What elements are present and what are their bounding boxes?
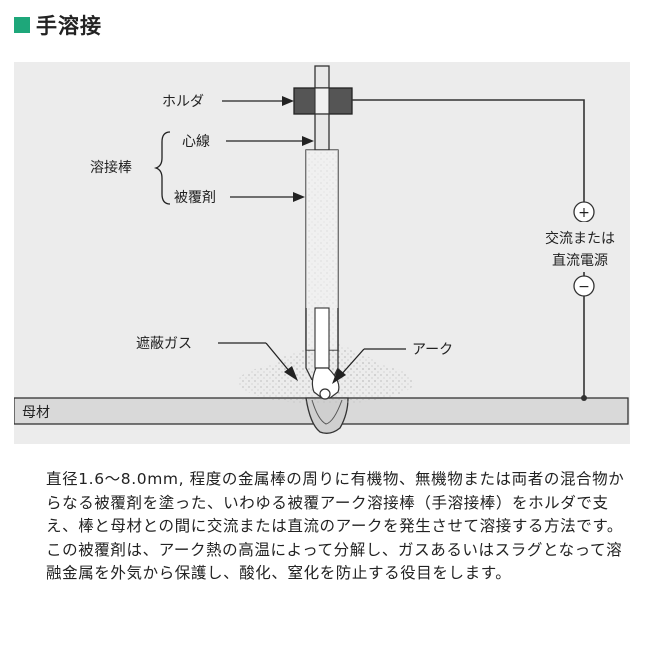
flux-arrow-icon — [293, 192, 305, 202]
holder-label: ホルダ — [162, 94, 204, 110]
molten-droplet — [319, 388, 331, 400]
page-title: 手溶接 — [36, 14, 102, 38]
shield-gas-label: 遮蔽ガス — [136, 336, 192, 352]
electrode-label: 溶接棒 — [90, 159, 132, 176]
core-wire-arrow-icon — [302, 136, 314, 146]
weld-pool — [305, 397, 349, 434]
green-square-icon — [14, 17, 30, 33]
description-paragraph-2: この被覆剤は、アーク熱の高温によって分解し、ガスあるいはスラグとなって溶融金属を… — [46, 540, 623, 583]
electrode-brace — [153, 131, 171, 205]
shield-gas-arrow-icon — [284, 366, 298, 381]
core-wire-label: 心線 — [182, 134, 210, 150]
welding-diagram-svg: + 交流または 直流電源 − ホルダ 心線 溶接棒 被覆剤 遮蔽ガス アーク 母… — [14, 65, 629, 434]
section-header: 手溶接 — [14, 10, 102, 40]
arc-flame — [311, 367, 340, 399]
arc-label: アーク — [412, 342, 453, 358]
plus-symbol: + — [578, 205, 590, 221]
arc-arrow-icon — [332, 368, 346, 384]
weld-pool-inner — [311, 399, 343, 425]
core-wire-inner — [314, 307, 330, 369]
flux-label: 被覆剤 — [174, 190, 216, 206]
power-cable — [352, 99, 585, 398]
minus-terminal-icon — [573, 275, 595, 297]
core-wire-exposed — [314, 113, 330, 151]
description: 直径1.6〜8.0mm, 程度の金属棒の周りに有機物、無機物または両者の混合物か… — [46, 468, 626, 586]
power-source-label-line1: 交流または — [545, 230, 615, 247]
core-wire-through-holder — [314, 87, 330, 115]
minus-symbol: − — [578, 279, 590, 295]
welding-diagram: + 交流または 直流電源 − ホルダ 心線 溶接棒 被覆剤 遮蔽ガス アーク 母… — [14, 62, 630, 444]
description-paragraph-1: 直径1.6〜8.0mm, 程度の金属棒の周りに有機物、無機物または両者の混合物か… — [46, 470, 625, 535]
power-source-label-line2: 直流電源 — [552, 252, 608, 269]
ground-connection — [581, 395, 587, 401]
base-metal-label: 母材 — [22, 405, 50, 421]
core-wire-top — [314, 65, 330, 89]
holder-arrow-icon — [282, 96, 294, 106]
